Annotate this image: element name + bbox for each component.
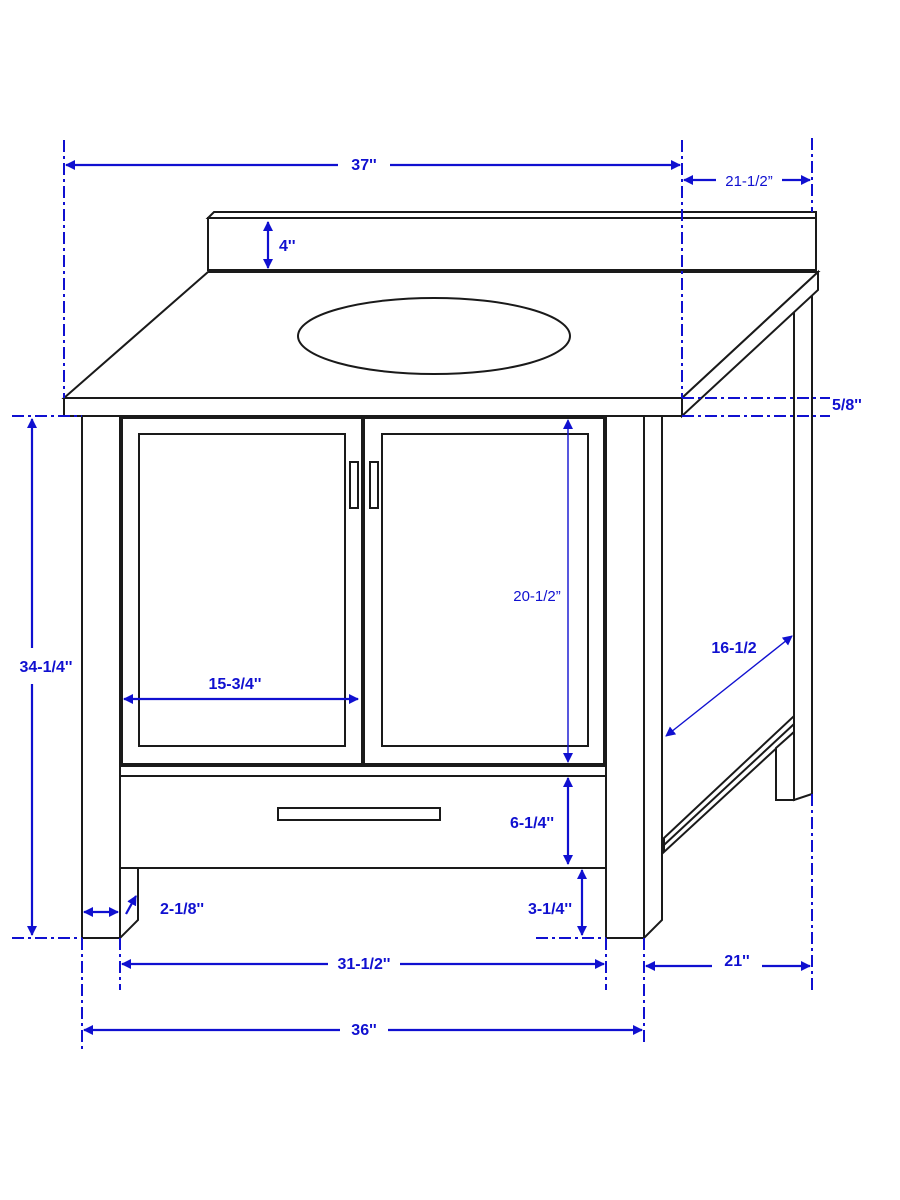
label-leg-width: 2-1/8'' xyxy=(160,901,204,918)
label-door-width: 15-3/4'' xyxy=(209,676,262,693)
side-rail-line xyxy=(663,723,795,846)
extension-lines xyxy=(12,138,830,1052)
dim-inner-depth xyxy=(665,635,793,737)
label-base-depth: 21'' xyxy=(724,953,749,970)
rear-leg xyxy=(793,267,813,802)
left-toe-kick xyxy=(119,867,139,941)
label-base-width: 36'' xyxy=(351,1022,376,1039)
label-toe-height: 3-1/4'' xyxy=(528,901,572,918)
label-inner-depth: 16-1/2 xyxy=(711,640,756,657)
label-top-width: 37'' xyxy=(351,157,376,174)
countertop-front-edge xyxy=(63,397,683,417)
drawer-rail xyxy=(119,765,607,777)
backsplash-top xyxy=(205,211,817,219)
countertop-side-edge xyxy=(681,269,819,419)
sink-bowl xyxy=(297,297,571,375)
right-door-panel xyxy=(381,433,589,747)
label-top-depth: 21-1/2” xyxy=(725,173,773,190)
right-door-handle xyxy=(369,461,379,509)
label-door-height: 20-1/2” xyxy=(513,588,561,605)
dimension-lines xyxy=(27,160,811,1035)
label-top-thickness: 5/8'' xyxy=(832,397,862,414)
left-leg xyxy=(81,415,121,939)
right-leg-side xyxy=(643,415,663,941)
backsplash xyxy=(207,217,817,271)
vanity-cabinet xyxy=(61,211,821,941)
label-drawer-height: 6-1/4'' xyxy=(510,815,554,832)
label-height: 34-1/4'' xyxy=(20,659,73,676)
dimension-labels: 37'' 21-1/2” 4'' 5/8'' 34-1/4'' 20-1/2” … xyxy=(20,157,862,1039)
rear-foot xyxy=(775,729,795,801)
drawer xyxy=(119,775,607,869)
label-backsplash-height: 4'' xyxy=(279,238,296,255)
right-leg xyxy=(605,415,645,939)
left-door-handle xyxy=(349,461,359,509)
drawer-handle xyxy=(277,807,441,821)
dim-leg-width-tick xyxy=(125,895,137,915)
label-inner-width: 31-1/2'' xyxy=(338,956,391,973)
